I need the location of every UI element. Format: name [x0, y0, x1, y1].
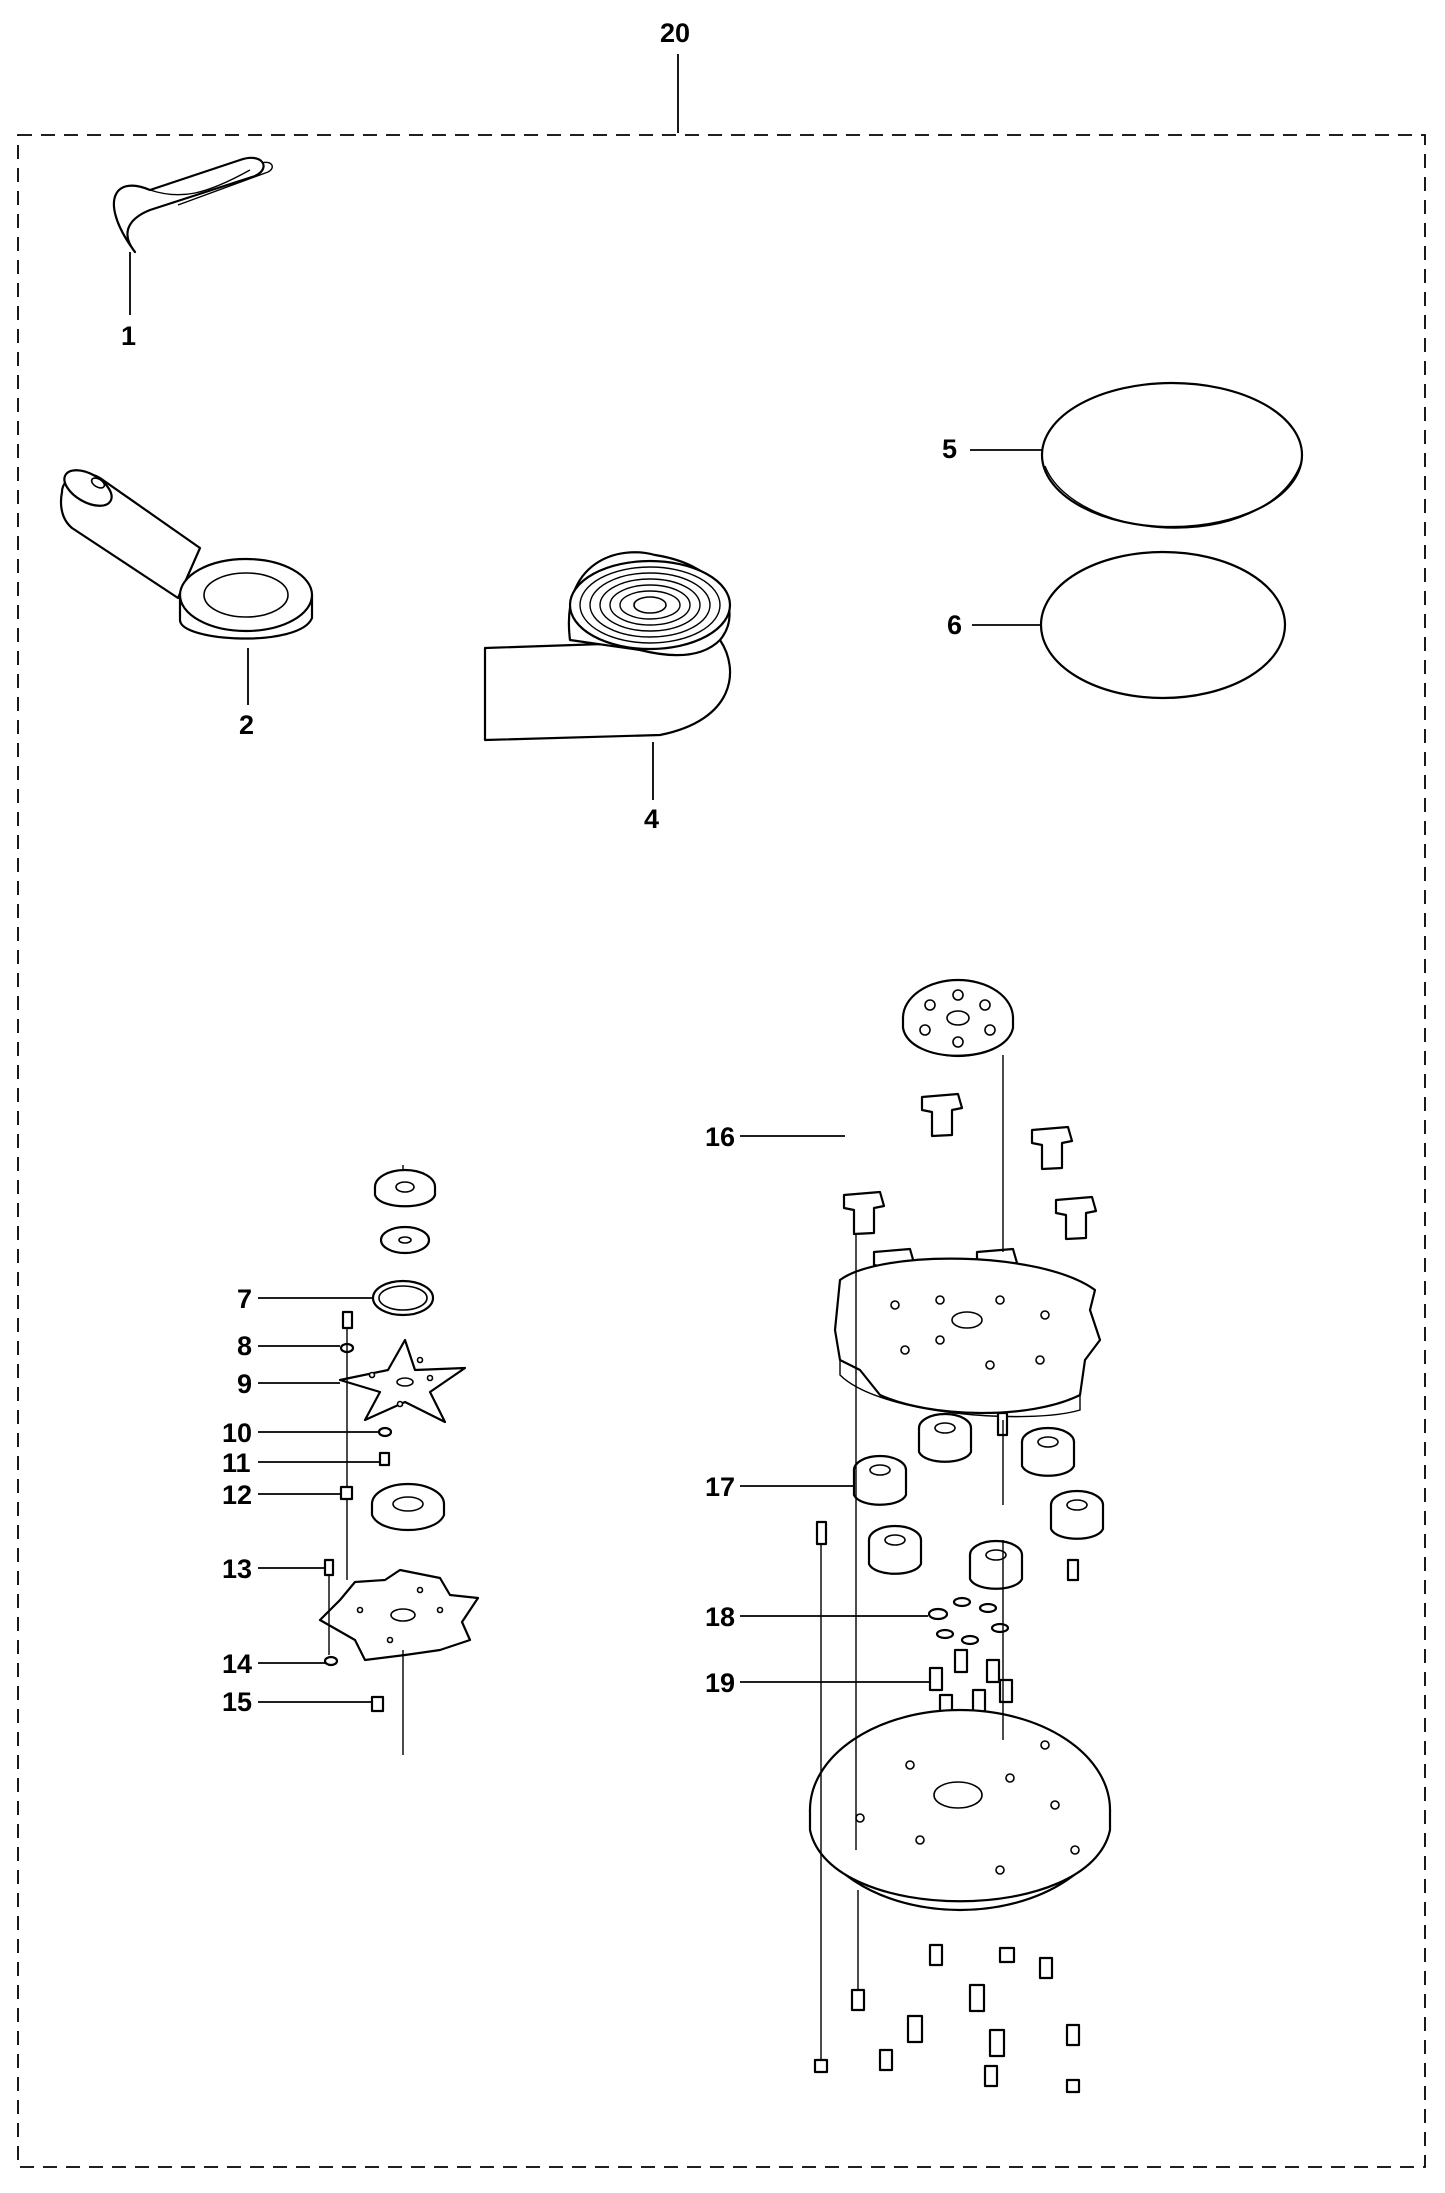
callout-12: 12 — [222, 1480, 252, 1510]
t-block-4 — [1054, 1195, 1098, 1241]
part-2-eye-pin — [59, 469, 314, 640]
part-6-disc — [1039, 550, 1287, 700]
callout-6: 6 — [947, 610, 962, 640]
callout-8: 8 — [237, 1331, 252, 1361]
spacer-e — [867, 1524, 923, 1575]
kit-boundary — [17, 134, 1426, 2168]
callout-14: 14 — [222, 1649, 252, 1679]
left-hub-assembly — [318, 1165, 480, 1755]
spacer-a — [852, 1454, 908, 1506]
right-hub-assembly — [808, 978, 1112, 2094]
callout-2: 2 — [239, 710, 254, 740]
spacer-c — [1020, 1426, 1076, 1477]
callout-16: 16 — [705, 1122, 735, 1152]
callout-4: 4 — [644, 804, 659, 834]
part-1-hairpin-clip — [112, 156, 273, 254]
t-block-1 — [920, 1092, 964, 1138]
spacer-f — [968, 1539, 1024, 1590]
part-5-disc — [1040, 381, 1304, 529]
callout-19: 19 — [705, 1668, 735, 1698]
callout-13: 13 — [222, 1554, 252, 1584]
callout-17: 17 — [705, 1472, 735, 1502]
callout-11: 11 — [222, 1448, 251, 1478]
part-4-tape-roll — [483, 551, 732, 742]
callout-15: 15 — [222, 1687, 252, 1717]
callout-9: 9 — [237, 1369, 252, 1399]
assembly-number: 20 — [660, 18, 690, 48]
t-block-2 — [1030, 1125, 1074, 1171]
callout-7: 7 — [237, 1284, 252, 1314]
callout-10: 10 — [222, 1418, 252, 1448]
callout-1: 1 — [121, 321, 136, 351]
spacer-b — [917, 1412, 973, 1463]
spacer-d — [1049, 1489, 1105, 1540]
callout-5: 5 — [942, 434, 957, 464]
callout-18: 18 — [705, 1602, 735, 1632]
t-block-3 — [842, 1190, 886, 1236]
